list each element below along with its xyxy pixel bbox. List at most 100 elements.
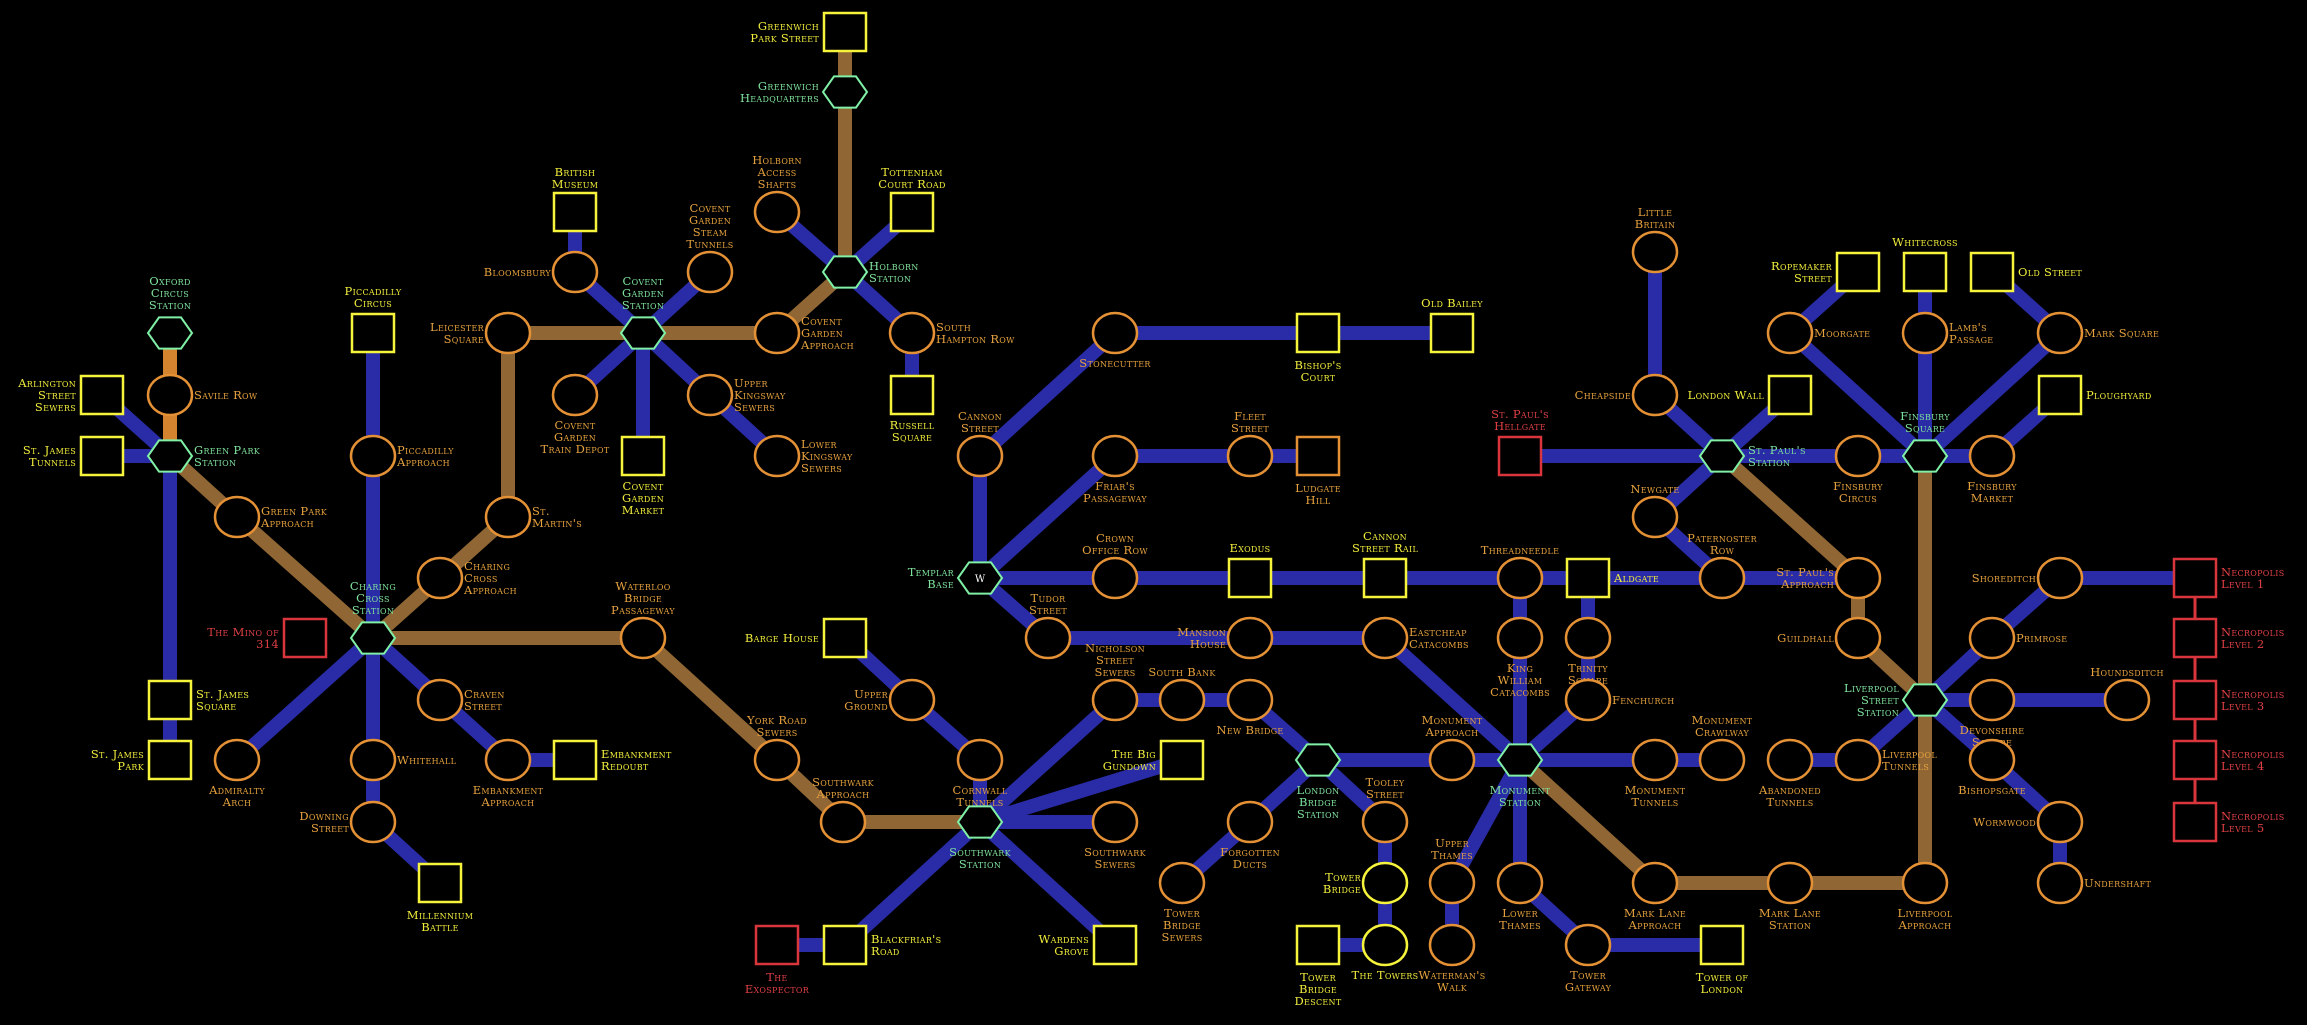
circle-marker[interactable]: [484, 311, 532, 355]
station-primrose[interactable]: Primrose: [1968, 616, 2067, 660]
circle-marker[interactable]: [551, 250, 599, 294]
square-marker[interactable]: [1767, 374, 1813, 416]
station-barge[interactable]: Barge House: [745, 617, 868, 659]
hub-marker[interactable]: [1901, 439, 1949, 473]
hub-marker[interactable]: [146, 439, 194, 473]
circle-marker[interactable]: [1968, 738, 2016, 782]
square-marker[interactable]: [1295, 435, 1341, 477]
circle-marker[interactable]: [753, 190, 801, 234]
station-savile[interactable]: Savile Row: [146, 373, 258, 417]
square-marker[interactable]: [889, 191, 935, 233]
hub-marker[interactable]: [619, 316, 667, 350]
square-marker[interactable]: [552, 739, 598, 781]
square-marker[interactable]: [822, 11, 868, 53]
square-marker[interactable]: [2172, 557, 2218, 599]
station-the-towers[interactable]: The Towers: [1352, 923, 1419, 982]
circle-marker[interactable]: [1901, 311, 1949, 355]
station-old-bailey[interactable]: Old Bailey: [1421, 296, 1483, 354]
circle-marker[interactable]: [484, 738, 532, 782]
circle-marker[interactable]: [1496, 861, 1544, 905]
circle-marker[interactable]: [1024, 616, 1072, 660]
circle-marker[interactable]: [1631, 861, 1679, 905]
circle-marker[interactable]: [1834, 434, 1882, 478]
station-threadneedle[interactable]: Threadneedle: [1481, 543, 1560, 600]
circle-marker[interactable]: [1158, 861, 1206, 905]
circle-marker[interactable]: [1226, 678, 1274, 722]
hub-marker[interactable]: [821, 255, 869, 289]
square-marker[interactable]: [282, 617, 328, 659]
station-whitehall[interactable]: Whitehall: [349, 738, 457, 782]
circle-marker[interactable]: [1834, 616, 1882, 660]
circle-marker[interactable]: [956, 738, 1004, 782]
hub-marker[interactable]: [349, 621, 397, 655]
square-marker[interactable]: [147, 739, 193, 781]
station-london-wall[interactable]: London Wall: [1688, 374, 1813, 416]
circle-marker[interactable]: [1564, 678, 1612, 722]
circle-marker[interactable]: [349, 434, 397, 478]
circle-marker[interactable]: [416, 678, 464, 722]
circle-marker[interactable]: [753, 311, 801, 355]
station-mark-square[interactable]: Mark Square: [2036, 311, 2159, 355]
circle-marker[interactable]: [1631, 373, 1679, 417]
circle-marker[interactable]: [2103, 678, 2151, 722]
circle-marker[interactable]: [146, 373, 194, 417]
circle-marker[interactable]: [551, 373, 599, 417]
station-st-martins[interactable]: St.Martin's: [484, 495, 582, 539]
station-exodus[interactable]: Exodus: [1227, 541, 1273, 599]
circle-marker[interactable]: [686, 373, 734, 417]
square-marker[interactable]: [889, 374, 935, 416]
square-marker[interactable]: [1362, 557, 1408, 599]
square-marker[interactable]: [2172, 617, 2218, 659]
circle-marker[interactable]: [753, 738, 801, 782]
circle-marker[interactable]: [1631, 495, 1679, 539]
circle-marker[interactable]: [1834, 738, 1882, 782]
station-aldgate[interactable]: Aldgate: [1565, 557, 1659, 599]
square-marker[interactable]: [1699, 924, 1745, 966]
square-marker[interactable]: [2172, 679, 2218, 721]
circle-marker[interactable]: [349, 800, 397, 844]
station-stonecutter[interactable]: Stonecutter: [1079, 311, 1151, 370]
circle-marker[interactable]: [1428, 923, 1476, 967]
circle-marker[interactable]: [1698, 556, 1746, 600]
square-marker[interactable]: [754, 924, 800, 966]
square-marker[interactable]: [79, 435, 125, 477]
